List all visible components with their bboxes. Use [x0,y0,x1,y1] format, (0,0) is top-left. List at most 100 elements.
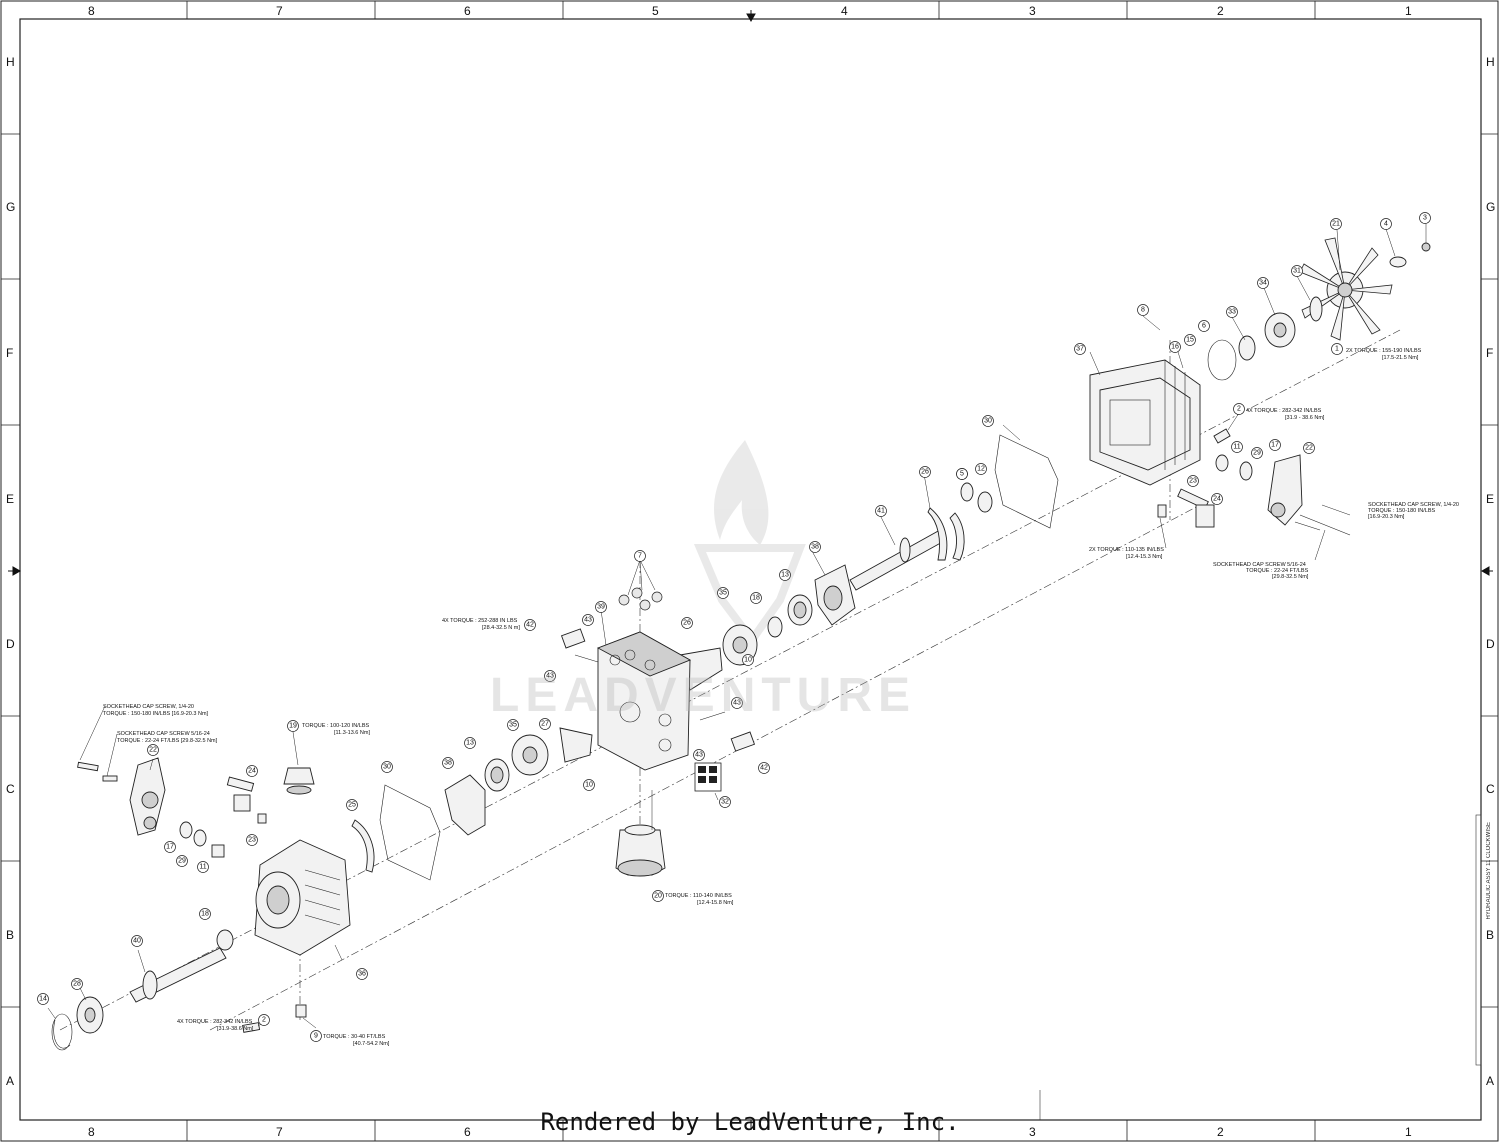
callout-23: 23 [1187,475,1199,487]
screw-note: SOCKETHEAD CAP SCREW 5/16-24 [1213,562,1306,568]
shaft-upper [849,482,993,591]
callout-circle [37,993,49,1005]
screw-note: TORQUE : 22-24 FT/LBS [29.8-32.5 Nm] [117,738,218,744]
callout-circle [147,744,159,756]
callout-11: 11 [1231,441,1243,453]
callout-circle [1303,442,1315,454]
footer-credit: Rendered by LeadVenture, Inc. [540,1108,960,1136]
callout-circle [1257,277,1269,289]
callout-14: 14 [37,993,49,1005]
callout-circle [681,617,693,629]
callout-number: 30 [383,764,391,771]
callout-circle [71,978,83,990]
lower-shaft [51,929,234,1051]
callout-22: 22 [1303,442,1315,454]
callout-circle [346,799,358,811]
callout-number: 18 [201,911,209,918]
callout-circle [975,463,987,475]
callout-circle [1231,441,1243,453]
callout-30: 30 [381,761,393,773]
callout-10: 10 [583,779,595,791]
callout-23: 23 [246,834,258,846]
screw-note: TORQUE : 22-24 FT/LBS [1246,568,1309,574]
callout-18: 18 [199,908,211,920]
callout-3: 3 [1419,212,1431,224]
callout-2: 2 [258,1014,270,1026]
screw-note: SOCKETHEAD CAP SCREW 5/16-24 [117,731,210,737]
torque-note: [12.4-15.8 Nm] [697,900,734,906]
callout-circle [1251,447,1263,459]
callout-number: 35 [509,722,517,729]
callout-number: 35 [719,590,727,597]
callout-32: 32 [719,796,731,808]
callout-38: 38 [442,757,454,769]
callout-circle [719,796,731,808]
col-label: 4 [841,4,848,18]
callout-30: 30 [982,415,994,427]
centering-arrows [8,10,1493,1130]
callout-number: 33 [1228,309,1236,316]
col-label: 8 [88,1125,95,1139]
callout-1: 1 [1331,343,1343,355]
row-label: E [6,492,14,506]
callout-number: 23 [1189,478,1197,485]
callout-number: 12 [977,466,985,473]
col-label: 1 [1405,4,1412,18]
left-housing [242,767,351,1033]
callout-circle [1198,320,1210,332]
callout-circle [381,761,393,773]
callout-19: 19 [287,720,299,732]
callout-22: 22 [147,744,159,756]
callout-10: 10 [742,654,754,666]
fan-assembly [1207,237,1431,381]
callout-number: 1 [1335,346,1339,353]
callout-circle [1330,218,1342,230]
callout-21: 21 [1330,218,1342,230]
callout-37: 37 [1074,343,1086,355]
callout-12: 12 [975,463,987,475]
row-label: A [1486,1074,1494,1088]
center-block [560,587,756,792]
callout-number: 24 [248,768,256,775]
callout-8: 8 [1137,304,1149,316]
callout-number: 15 [1186,337,1194,344]
callout-7: 7 [634,550,646,562]
torque-note: [40.7-54.2 Nm] [353,1041,390,1047]
callout-29: 29 [176,855,188,867]
callout-number: 26 [683,620,691,627]
callout-17: 17 [164,841,176,853]
callout-number: 40 [133,938,141,945]
callout-40: 40 [131,935,143,947]
callout-number: 21 [1332,221,1340,228]
callout-circle [982,415,994,427]
callout-31: 31 [1291,265,1303,277]
callout-28: 28 [71,978,83,990]
row-label: C [6,782,15,796]
row-label: H [1486,55,1495,69]
col-label: 8 [88,4,95,18]
callout-43: 43 [544,670,556,682]
callout-number: 43 [584,617,592,624]
row-label: B [1486,928,1494,942]
callout-20: 20 [652,890,664,902]
callout-number: 31 [1293,268,1301,275]
torque-note: [17.5-21.5 Nm] [1382,355,1419,361]
callout-17: 17 [1269,439,1281,451]
leader-lines [47,224,1427,1029]
callout-35: 35 [717,587,729,599]
callout-number: 24 [1213,496,1221,503]
col-label: 5 [652,4,659,18]
callout-circle [246,834,258,846]
callout-circle [956,468,968,480]
callout-25: 25 [346,799,358,811]
right-control-parts [1157,428,1351,536]
callout-circle [131,935,143,947]
torque-note: [28.4-32.5 N m] [482,625,520,631]
torque-note: [31.9 - 38.6 Nm] [1285,415,1325,421]
callout-circle [164,841,176,853]
callout-circle [1233,403,1245,415]
callout-number: 2 [262,1017,266,1024]
rear-housing-right [994,359,1201,529]
callout-number: 13 [781,572,789,579]
callout-number: 39 [597,604,605,611]
